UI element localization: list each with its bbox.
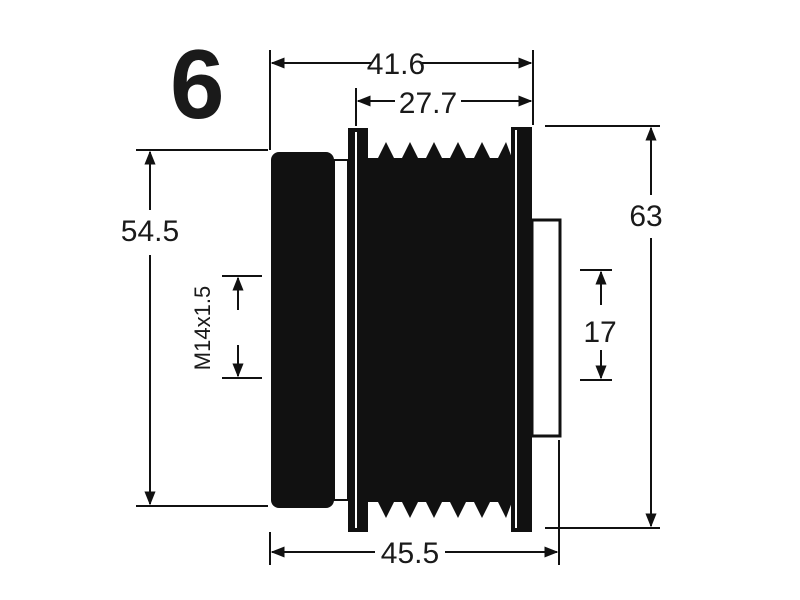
grooved-section [368, 142, 512, 518]
clutch-cap [271, 152, 334, 508]
dim-label-thread: M14x1.5 [190, 286, 215, 370]
dim-label-41-6: 41.6 [367, 48, 425, 81]
right-flange [511, 127, 532, 532]
dim-label-63: 63 [629, 200, 662, 233]
spacer-ring [333, 159, 349, 501]
extension-lines [136, 50, 660, 565]
left-flange [348, 128, 368, 532]
hub [530, 218, 562, 438]
dim-label-45-5: 45.5 [381, 537, 439, 570]
pulley-body [271, 127, 562, 532]
item-number: 6 [170, 29, 225, 139]
dim-label-17: 17 [583, 316, 616, 349]
dim-label-54-5: 54.5 [121, 215, 179, 248]
dim-label-27-7: 27.7 [399, 87, 457, 120]
dimension-lines [144, 57, 657, 558]
